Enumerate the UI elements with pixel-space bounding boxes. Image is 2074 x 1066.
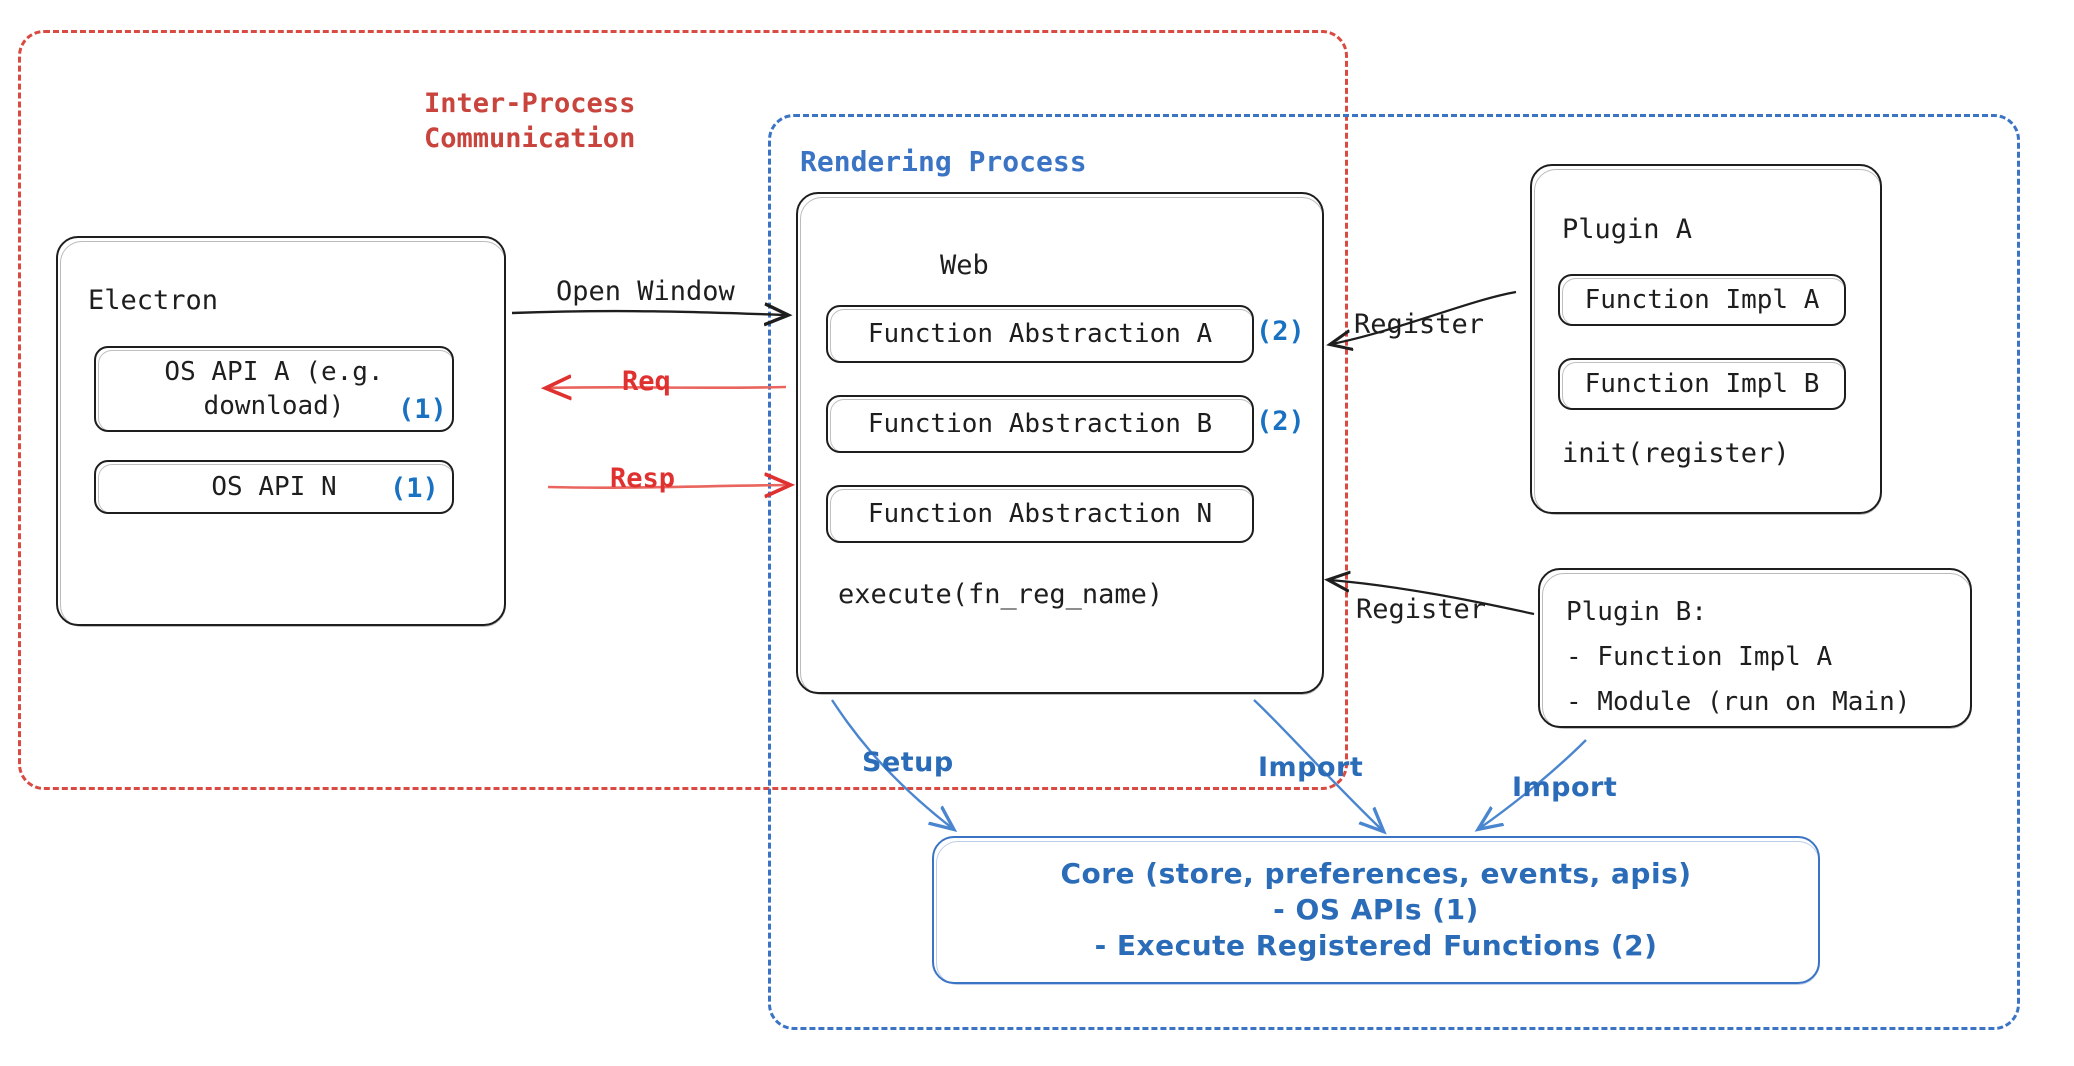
function-abstraction-a-box: Function Abstraction A <box>826 305 1254 363</box>
os-api-n-marker: (1) <box>390 473 439 504</box>
os-api-n-label: OS API N <box>211 472 337 502</box>
function-impl-b-label: Function Impl B <box>1584 369 1820 399</box>
core-text: Core (store, preferences, events, apis) … <box>1060 857 1692 962</box>
electron-title: Electron <box>88 285 219 316</box>
edge-label-open-window: Open Window <box>556 276 735 307</box>
os-api-a-label: OS API A (e.g. download) <box>164 357 384 421</box>
group-label-inter-process-communication: Inter-Process Communication <box>424 88 636 154</box>
edge-label-setup: Setup <box>862 747 954 778</box>
function-impl-b-box: Function Impl B <box>1558 358 1846 410</box>
function-abstraction-a-marker: (2) <box>1256 316 1305 347</box>
edge-label-resp: Resp <box>610 463 676 494</box>
web-execute-label: execute(fn_reg_name) <box>838 579 1164 610</box>
web-title: Web <box>940 250 989 281</box>
plugin-a-title: Plugin A <box>1562 214 1693 245</box>
os-api-n-box: OS API N <box>94 460 454 514</box>
function-abstraction-a-label: Function Abstraction A <box>867 319 1213 349</box>
function-impl-a-box: Function Impl A <box>1558 274 1846 326</box>
os-api-a-marker: (1) <box>398 394 447 425</box>
plugin-b-box <box>1538 568 1972 729</box>
function-impl-a-label: Function Impl A <box>1584 285 1820 315</box>
plugin-a-box <box>1530 164 1882 515</box>
function-abstraction-b-marker: (2) <box>1256 406 1305 437</box>
edge-label-register-plugin-b: Register <box>1356 594 1487 625</box>
group-inter-process-communication <box>18 30 1348 790</box>
edge-label-import-plugin-b: Import <box>1512 772 1618 803</box>
edge-label-import-web: Import <box>1258 752 1364 783</box>
edge-label-register-plugin-a: Register <box>1354 309 1485 340</box>
group-label-rendering-process: Rendering Process <box>800 145 1087 178</box>
function-abstraction-b-box: Function Abstraction B <box>826 395 1254 453</box>
core-box: Core (store, preferences, events, apis) … <box>932 836 1820 985</box>
function-abstraction-b-label: Function Abstraction B <box>867 409 1213 439</box>
group-rendering-process <box>768 114 2020 1030</box>
edge-label-req: Req <box>622 366 671 397</box>
plugin-a-init-label: init(register) <box>1562 438 1790 469</box>
function-abstraction-n-label: Function Abstraction N <box>867 499 1213 529</box>
function-abstraction-n-box: Function Abstraction N <box>826 485 1254 543</box>
plugin-b-text: Plugin B: - Function Impl A - Module (ru… <box>1566 597 1911 717</box>
os-api-a-box: OS API A (e.g. download) <box>94 346 454 432</box>
